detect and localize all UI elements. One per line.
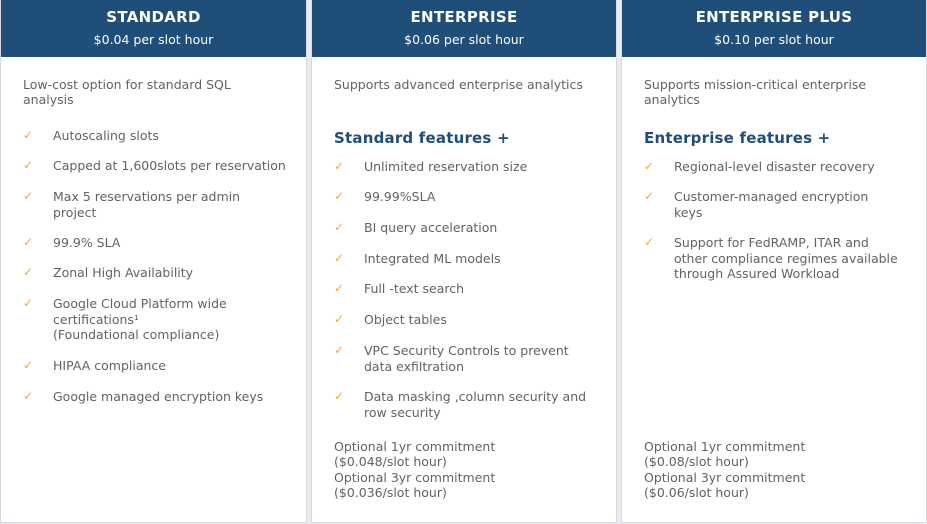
feature-item: ✓Max 5 reservations per admin project [23, 189, 241, 220]
check-icon: ✓ [644, 235, 655, 249]
plan-price: $0.10 per slot hour [714, 32, 834, 47]
check-icon: ✓ [334, 220, 345, 234]
check-icon: ✓ [334, 281, 345, 295]
feature-item: ✓Google managed encryption keys [23, 389, 264, 404]
feature-item: ✓Capped at 1,600slots per reservation [23, 158, 286, 173]
feature-item: ✓Customer-managed encryption keys [644, 189, 869, 220]
check-icon: ✓ [334, 251, 345, 265]
check-icon: ✓ [23, 128, 34, 142]
feature-item: ✓Google Cloud Platform wide certificatio… [23, 296, 227, 342]
feature-item: ✓Full -text search [334, 281, 465, 296]
plan-name: STANDARD [106, 8, 201, 26]
plan-header: STANDARD $0.04 per slot hour [1, 0, 306, 57]
commitment-1yr-price: ($0.08/slot hour) [644, 454, 749, 470]
check-icon: ✓ [644, 159, 655, 173]
features-heading: Standard features + [334, 129, 510, 147]
commitment-1yr: Optional 1yr commitment [644, 439, 806, 454]
commitment-3yr-price: ($0.06/slot hour) [644, 484, 749, 500]
feature-item: ✓Integrated ML models [334, 251, 501, 266]
check-icon: ✓ [334, 389, 345, 403]
commitment-3yr: Optional 3yr commitment [644, 469, 806, 485]
commitment-1yr: Optional 1yr commitment [334, 439, 496, 454]
check-icon: ✓ [334, 159, 345, 173]
feature-item: ✓Zonal High Availability [23, 265, 194, 280]
plan-header: ENTERPRISE PLUS $0.10 per slot hour [622, 0, 926, 57]
plan-description: Supports advanced enterprise analytics [334, 77, 583, 92]
feature-item: ✓Autoscaling slots [23, 128, 159, 143]
feature-item: ✓HIPAA compliance [23, 358, 166, 373]
feature-item: ✓Object tables [334, 312, 447, 327]
feature-item: ✓BI query acceleration [334, 220, 498, 235]
plan-header: ENTERPRISE $0.06 per slot hour [312, 0, 616, 57]
check-icon: ✓ [334, 189, 345, 203]
check-icon: ✓ [23, 265, 34, 279]
plan-name: ENTERPRISE [410, 8, 518, 26]
check-icon: ✓ [644, 189, 655, 203]
commitment-3yr-price: ($0.036/slot hour) [334, 484, 447, 500]
feature-item: ✓Support for FedRAMP, ITAR and other com… [644, 235, 898, 281]
feature-item: ✓VPC Security Controls to prevent data e… [334, 343, 569, 374]
check-icon: ✓ [23, 358, 34, 372]
plan-price: $0.06 per slot hour [404, 32, 524, 47]
commitment-1yr-price: ($0.048/slot hour) [334, 454, 447, 470]
plan-description: Supports mission-critical enterprise ana… [644, 77, 867, 107]
plan-card-standard: STANDARD $0.04 per slot hour Low-cost op… [0, 0, 307, 523]
plan-description: Low-cost option for standard SQL analysi… [23, 77, 231, 107]
check-icon: ✓ [334, 312, 345, 326]
plan-card-enterprise-plus: ENTERPRISE PLUS $0.10 per slot hour Supp… [621, 0, 927, 523]
check-icon: ✓ [23, 389, 34, 403]
feature-item: ✓Unlimited reservation size [334, 159, 528, 174]
commitment-options: Optional 1yr commitment ($0.048/slot hou… [334, 439, 608, 500]
features-heading: Enterprise features + [644, 129, 831, 147]
plan-name: ENTERPRISE PLUS [695, 8, 853, 26]
feature-item: ✓99.9% SLA [23, 235, 121, 250]
commitment-options: Optional 1yr commitment ($0.08/slot hour… [644, 439, 918, 500]
check-icon: ✓ [334, 343, 345, 357]
check-icon: ✓ [23, 189, 34, 203]
plan-card-enterprise: ENTERPRISE $0.06 per slot hour Supports … [311, 0, 617, 523]
check-icon: ✓ [23, 296, 34, 310]
feature-item: ✓Regional-level disaster recovery [644, 159, 875, 174]
check-icon: ✓ [23, 235, 34, 249]
check-icon: ✓ [23, 158, 34, 172]
feature-item: ✓Data masking ,column security and row s… [334, 389, 587, 420]
commitment-3yr: Optional 3yr commitment [334, 469, 496, 485]
feature-item: ✓99.99%SLA [334, 189, 436, 204]
plan-price: $0.04 per slot hour [93, 32, 214, 47]
